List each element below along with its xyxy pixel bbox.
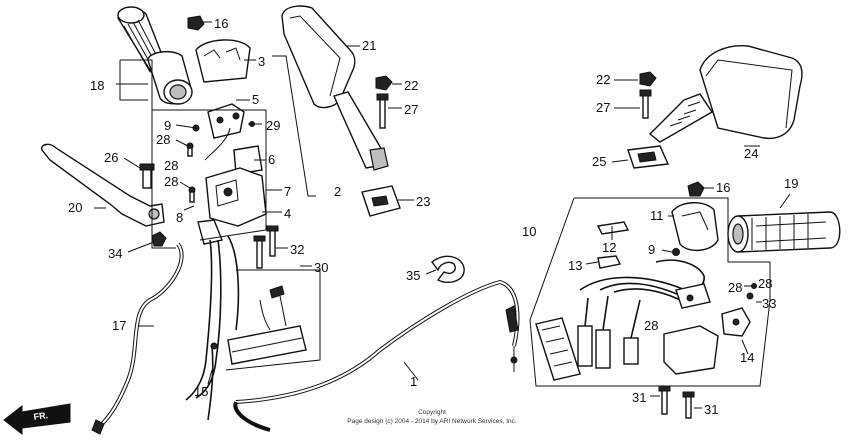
mirror-gasket-left bbox=[361, 185, 401, 217]
callout-12: 12 bbox=[602, 240, 616, 255]
screws-32 bbox=[253, 225, 279, 269]
callout-11: 11 bbox=[650, 208, 664, 223]
screws-31 bbox=[658, 385, 695, 419]
callout-labels: 1 2 3 4 5 6 7 8 9 9 10 11 12 13 14 15 16… bbox=[68, 16, 798, 417]
left-switch-assembly bbox=[197, 127, 267, 245]
callout-29: 29 bbox=[266, 118, 280, 133]
callout-31-right: 31 bbox=[704, 402, 718, 417]
callout-9-right: 9 bbox=[648, 242, 655, 257]
switch-bracket bbox=[207, 103, 255, 139]
callout-34: 34 bbox=[108, 246, 122, 261]
callout-33: 33 bbox=[762, 296, 776, 311]
callout-5: 5 bbox=[252, 92, 259, 107]
mirror-nut-left bbox=[375, 75, 393, 129]
callout-7: 7 bbox=[284, 184, 291, 199]
callout-16-right: 16 bbox=[716, 180, 730, 195]
throttle-grip bbox=[117, 6, 193, 105]
switch-cover bbox=[233, 145, 263, 175]
callout-32: 32 bbox=[290, 242, 304, 257]
callout-28-f: 28 bbox=[644, 318, 658, 333]
callout-19: 19 bbox=[784, 176, 798, 191]
callout-24: 24 bbox=[744, 146, 758, 161]
callout-4: 4 bbox=[284, 206, 291, 221]
nut-34 bbox=[151, 231, 167, 247]
copyright-title: Copyright bbox=[418, 409, 446, 416]
callout-20: 20 bbox=[68, 200, 82, 215]
callout-28-c: 28 bbox=[164, 174, 178, 189]
screws-left bbox=[186, 124, 200, 203]
callout-8: 8 bbox=[176, 210, 183, 225]
callout-16-left: 16 bbox=[214, 16, 228, 31]
callout-25: 25 bbox=[592, 154, 606, 169]
leader-lines bbox=[94, 21, 791, 409]
pivot-bolt bbox=[139, 163, 155, 189]
switch-housing-upper bbox=[195, 39, 251, 83]
callout-28-a: 28 bbox=[156, 132, 170, 147]
callout-35: 35 bbox=[406, 268, 420, 283]
right-switch-body bbox=[663, 283, 757, 375]
callout-14: 14 bbox=[740, 350, 754, 365]
cable-clip bbox=[431, 255, 465, 284]
callout-22-left: 22 bbox=[404, 78, 418, 93]
callout-26: 26 bbox=[104, 150, 118, 165]
callout-22-right: 22 bbox=[596, 72, 610, 87]
callout-28-e: 28 bbox=[728, 280, 742, 295]
relay-module bbox=[227, 285, 307, 365]
right-mirror bbox=[648, 45, 803, 143]
cap-nut-right bbox=[687, 181, 705, 197]
callout-6: 6 bbox=[268, 152, 275, 167]
switch-plate-12 bbox=[596, 221, 630, 235]
callout-2: 2 bbox=[334, 184, 341, 199]
connector-block bbox=[535, 295, 641, 381]
callout-15: 15 bbox=[194, 384, 208, 399]
cap-nut-upper-left bbox=[187, 15, 205, 31]
callout-28-b: 28 bbox=[164, 158, 178, 173]
left-mirror bbox=[281, 5, 389, 171]
right-switch-housing bbox=[671, 202, 719, 251]
callout-13: 13 bbox=[568, 258, 582, 273]
callout-27-right: 27 bbox=[596, 100, 610, 115]
right-grip bbox=[727, 211, 841, 253]
callout-27-left: 27 bbox=[404, 102, 418, 117]
mirror-gasket-right bbox=[627, 145, 670, 169]
callout-17: 17 bbox=[112, 318, 126, 333]
front-arrow: FR. bbox=[3, 403, 71, 436]
callout-30: 30 bbox=[314, 260, 328, 275]
switch-clip-13 bbox=[597, 255, 622, 269]
callout-18: 18 bbox=[90, 78, 104, 93]
callout-3: 3 bbox=[258, 54, 265, 69]
callout-31-left: 31 bbox=[632, 390, 646, 405]
copyright-notice: Page design (c) 2004 - 2014 by ARI Netwo… bbox=[347, 418, 517, 425]
callout-28-d: 28 bbox=[758, 276, 772, 291]
callout-9-left: 9 bbox=[164, 118, 171, 133]
callout-10: 10 bbox=[522, 224, 536, 239]
mirror-nut-right bbox=[639, 71, 657, 119]
callout-23: 23 bbox=[416, 194, 430, 209]
front-arrow-label: FR. bbox=[33, 410, 49, 422]
callout-21: 21 bbox=[362, 38, 376, 53]
callout-1: 1 bbox=[410, 374, 417, 389]
